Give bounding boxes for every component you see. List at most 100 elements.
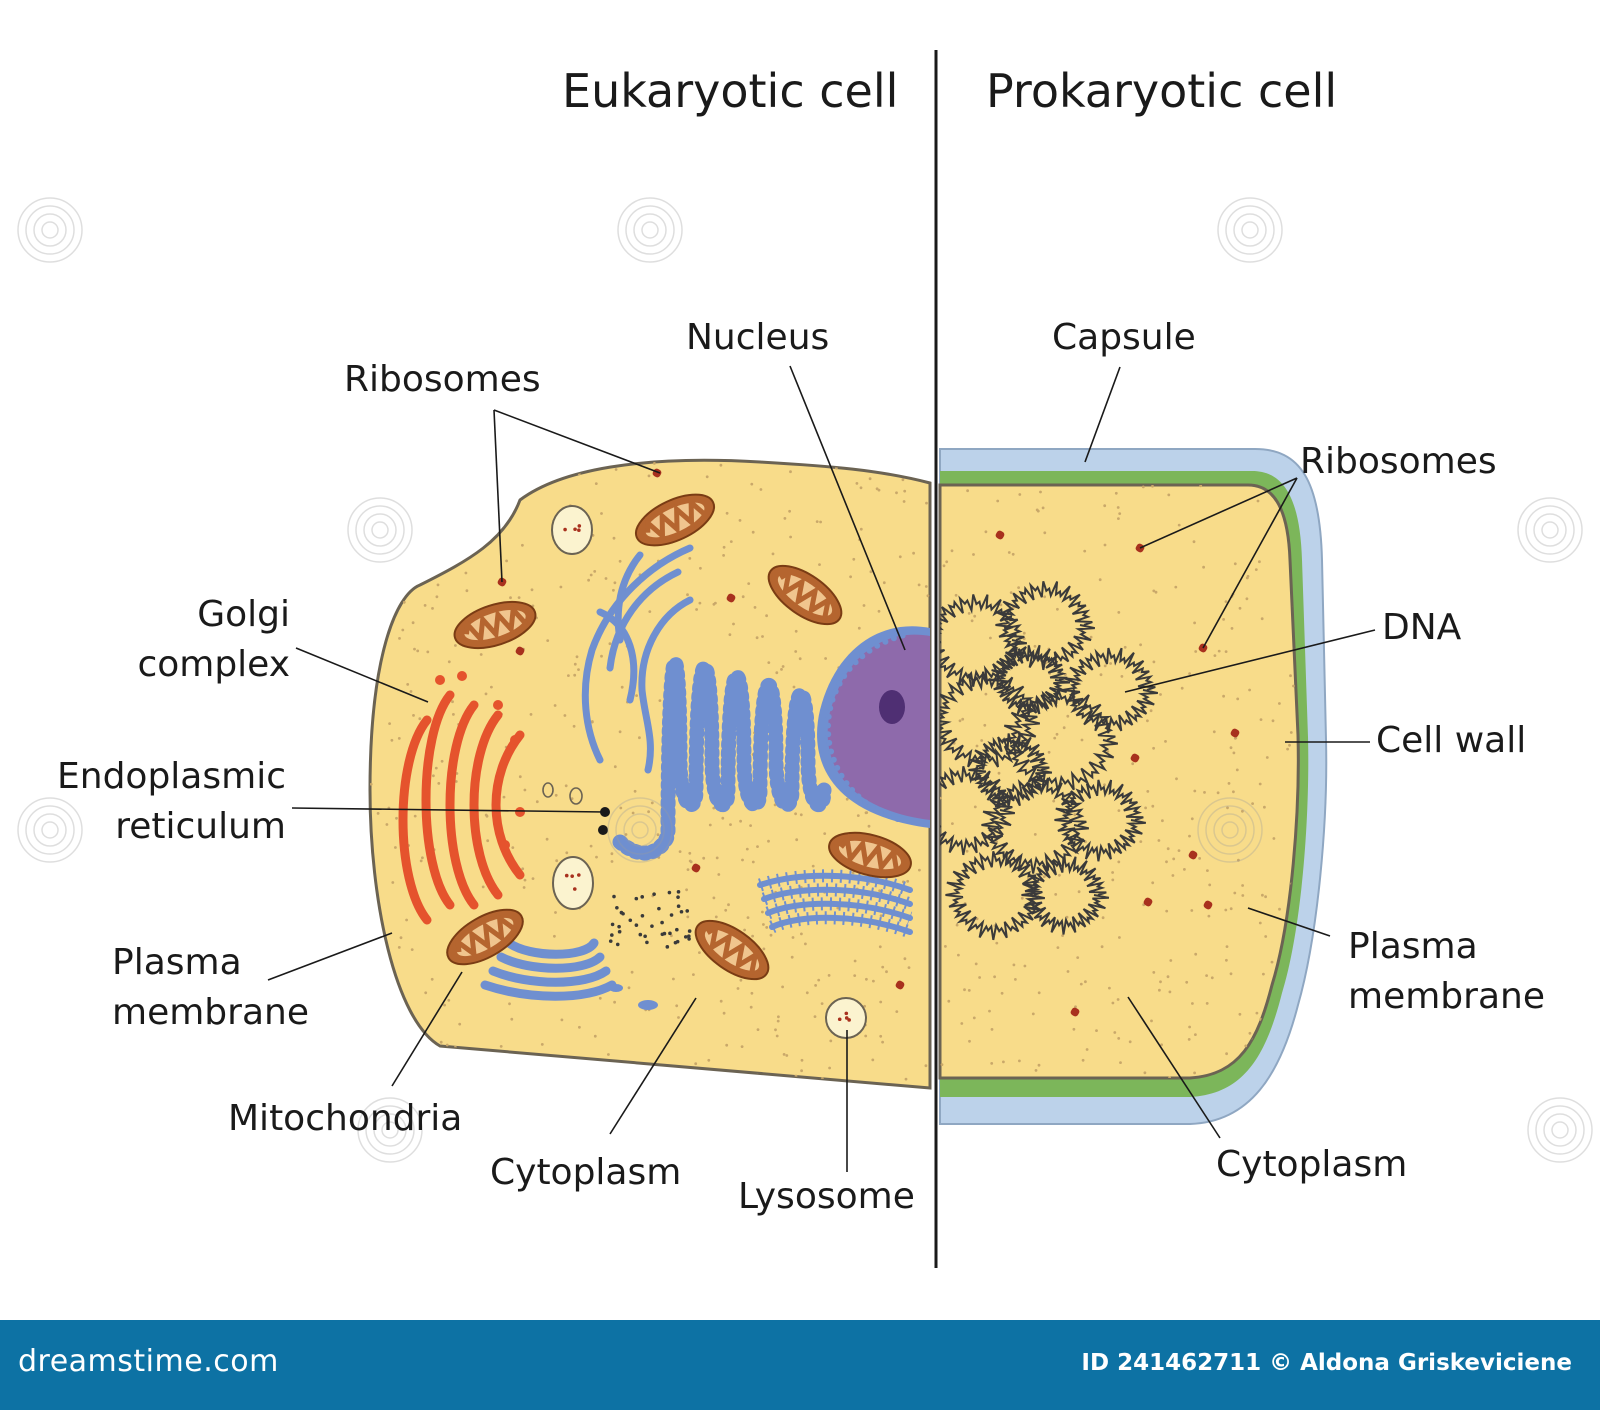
granule (395, 816, 398, 820)
granule (1190, 909, 1194, 912)
granule (1206, 869, 1209, 872)
granule (1258, 782, 1262, 786)
granule (1172, 857, 1176, 861)
granule (553, 704, 557, 707)
watermark-ring (1535, 1105, 1585, 1155)
granule (672, 977, 675, 981)
granule (593, 1034, 597, 1038)
granule (633, 789, 637, 793)
granule (736, 987, 740, 990)
granule (1149, 709, 1153, 713)
lysosome-enzyme (564, 873, 569, 878)
granule (871, 1058, 875, 1062)
granule (529, 713, 533, 716)
granule (722, 545, 726, 549)
granule (464, 571, 468, 575)
granule (398, 637, 401, 640)
granule-dark (617, 924, 621, 929)
label-golgi-line2: complex (137, 644, 290, 685)
granule (397, 737, 401, 740)
rough-er-stack (761, 886, 913, 907)
granule (578, 1025, 581, 1029)
granule (509, 596, 512, 600)
granule-dark (643, 934, 647, 939)
granule (719, 999, 723, 1003)
label-pro-plasma-membrane-line2: membrane (1348, 976, 1545, 1017)
granule (686, 868, 690, 871)
granule (502, 795, 506, 799)
watermark-ring (1525, 505, 1575, 555)
label-plasma-membrane-line1: Plasma (112, 942, 242, 983)
granule (719, 463, 723, 467)
granule (607, 1053, 610, 1056)
granule (764, 1081, 767, 1085)
granule (980, 739, 984, 742)
nuclear-pore-ribosome (846, 665, 853, 672)
granule (559, 585, 563, 589)
granule (794, 629, 798, 633)
watermark-ring (1241, 221, 1259, 239)
granule (1241, 894, 1245, 897)
granule (945, 560, 949, 564)
granule (995, 941, 999, 945)
granule (518, 775, 522, 779)
granule (751, 934, 754, 938)
label-pro-cytoplasm: Cytoplasm (1216, 1144, 1408, 1185)
granule (859, 527, 863, 531)
granule (967, 612, 971, 615)
label-ribosomes: Ribosomes (344, 359, 541, 400)
granule (677, 1016, 680, 1019)
granule (554, 911, 557, 914)
granule (530, 588, 534, 592)
watermark-ring (17, 797, 83, 863)
granule-dark (650, 924, 654, 928)
granule (479, 653, 483, 656)
granule (423, 604, 427, 607)
granule (598, 996, 602, 1000)
ribosome (1203, 900, 1213, 910)
granule (739, 978, 743, 982)
membrane-stack (504, 938, 599, 959)
granule (827, 974, 831, 977)
granule (1144, 806, 1147, 810)
granule (1187, 1038, 1191, 1041)
granule (447, 660, 451, 664)
granule (1190, 817, 1194, 821)
watermark-logo (17, 197, 83, 263)
granule (1139, 643, 1142, 647)
granule (531, 877, 535, 880)
granule (862, 604, 866, 607)
granule (756, 1028, 760, 1031)
granule (392, 602, 396, 605)
granule (924, 585, 928, 588)
granule (1159, 980, 1162, 984)
granule (1151, 485, 1154, 488)
granule (1229, 907, 1233, 911)
watermark-ring (33, 813, 67, 847)
granule (1083, 549, 1087, 553)
golgi-vesicle (457, 671, 467, 681)
granule (877, 609, 881, 613)
centriole (598, 825, 608, 835)
granule-dark (675, 939, 680, 944)
watermark-ring (347, 497, 413, 563)
granule (388, 722, 391, 725)
mitochondrion-cristae (463, 603, 529, 645)
granule (788, 509, 791, 513)
granule (1111, 1001, 1115, 1005)
granule (940, 1063, 944, 1066)
granule (729, 540, 733, 543)
granule (630, 454, 633, 457)
granule (563, 714, 567, 717)
granule (750, 482, 754, 486)
granule (1002, 1060, 1005, 1064)
granule (1014, 978, 1017, 981)
granule (798, 657, 802, 661)
granule (371, 458, 374, 461)
granule (1165, 860, 1168, 864)
watermark-ring (607, 797, 673, 863)
granule (762, 947, 766, 951)
granule (1118, 936, 1121, 939)
granule (918, 868, 921, 872)
granule (741, 595, 745, 599)
